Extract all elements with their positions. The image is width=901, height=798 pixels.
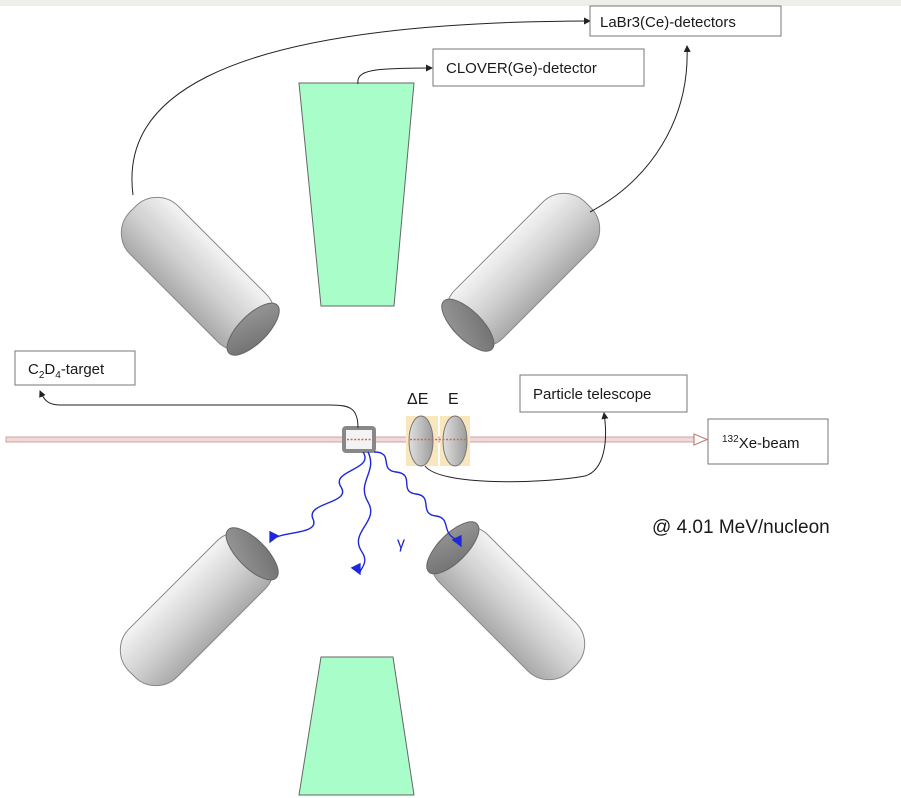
telescope-label-box [519, 374, 688, 413]
clover-detector-top [298, 82, 415, 307]
e-label: E [448, 391, 459, 408]
labr3-detector-upper-left [120, 196, 280, 356]
labr3-connector-right [589, 45, 691, 213]
beam-label-box [707, 418, 829, 465]
target-label: C2D4-target [28, 361, 105, 381]
gamma-ray-right [373, 451, 462, 548]
gamma-ray-middle [350, 451, 372, 576]
gamma-label: γ [397, 535, 405, 552]
c2d4-target [342, 426, 376, 453]
telescope-connector [424, 412, 609, 483]
target-connector [39, 390, 359, 429]
labr3-connector-left [131, 17, 591, 196]
beam-label: 132Xe-beam [722, 434, 800, 452]
beam-energy-label: @ 4.01 MeV/nucleon [652, 517, 830, 538]
labr3-detector-upper-right [441, 192, 601, 352]
delta-e-detector [408, 415, 434, 467]
labr3-label-box [589, 5, 782, 37]
clover-label-box [432, 48, 645, 87]
clover-connector [357, 64, 433, 85]
gamma-ray-left [269, 451, 366, 544]
top-strip [0, 0, 901, 6]
particle-telescope [406, 415, 470, 467]
clover-detector-bottom [298, 656, 415, 796]
labr3-detector-lower-left [119, 527, 279, 687]
telescope-label: Particle telescope [533, 386, 651, 403]
e-detector [442, 415, 468, 467]
clover-label: CLOVER(Ge)-detector [446, 60, 597, 77]
labr3-label: LaBr3(Ce)-detectors [600, 14, 736, 31]
target-label-box [14, 350, 136, 386]
delta-e-label: ΔE [407, 391, 428, 408]
labr3-detector-lower-right [426, 521, 586, 681]
